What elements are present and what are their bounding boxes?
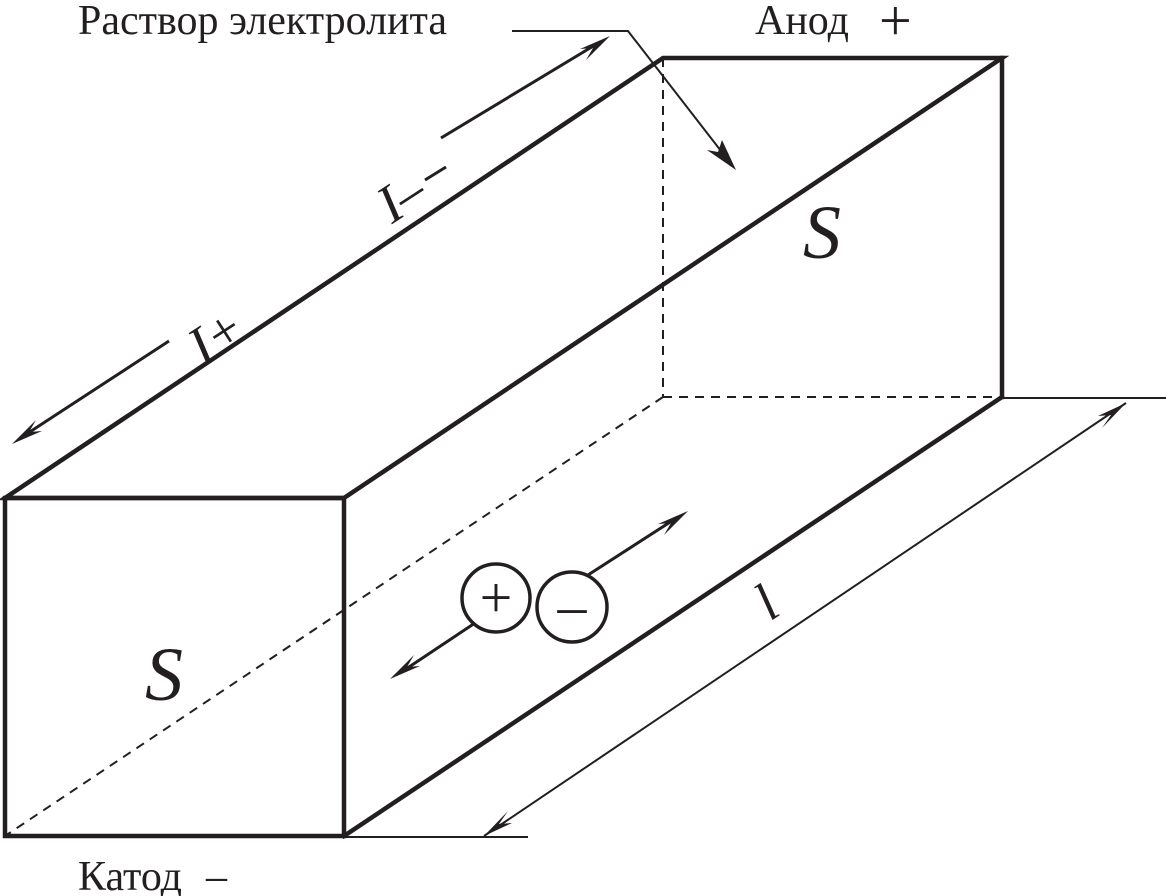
current-positive-line xyxy=(21,339,170,439)
area-label-front: S xyxy=(145,633,183,717)
anode-sign: + xyxy=(879,0,912,53)
electrolyte-leader-arrow-head xyxy=(707,140,736,170)
current-negative-label: I– xyxy=(365,159,437,235)
hidden-edges xyxy=(4,58,1002,837)
current-positive-arrow-head xyxy=(12,420,42,444)
ion-arrow-down-line xyxy=(399,619,479,675)
current-negative-arrow-head xyxy=(580,36,610,60)
length-dimension-line xyxy=(483,402,1127,837)
top-face xyxy=(0,55,1010,501)
negative-ion-sign: – xyxy=(557,573,588,638)
ion-arrow-up-head xyxy=(658,511,688,535)
length-dimension-arrow xyxy=(483,402,1127,837)
current-negative-line xyxy=(440,40,601,140)
ion-arrow-down-head xyxy=(390,655,420,679)
negative-ion xyxy=(535,570,609,644)
area-label-back: S xyxy=(803,191,841,275)
length-label: l xyxy=(743,573,789,631)
ion-migration: + – xyxy=(390,511,688,679)
cathode-sign: – xyxy=(205,854,228,896)
bottom-right-edge xyxy=(340,393,1006,840)
length-arrow-head-bottom xyxy=(484,811,512,836)
positive-ion-sign: + xyxy=(480,565,513,630)
ion-arrow-up-line xyxy=(587,515,679,577)
anode-label: Анод xyxy=(755,0,849,44)
current-negative-line-lower xyxy=(424,165,447,182)
box-outline xyxy=(0,55,1010,840)
cathode-label: Катод xyxy=(78,854,182,896)
positive-ion xyxy=(460,562,532,634)
electrolyte-leader-line xyxy=(512,30,729,161)
current-negative-arrow xyxy=(424,36,610,182)
current-positive-label: I+ xyxy=(176,296,255,377)
length-arrow-head-top xyxy=(1098,403,1126,428)
electrolyte-leader xyxy=(512,30,736,170)
hidden-edge-diagonal xyxy=(4,396,664,837)
electrolyte-label: Раствор электролита xyxy=(78,0,447,44)
current-positive-arrow xyxy=(12,339,170,444)
